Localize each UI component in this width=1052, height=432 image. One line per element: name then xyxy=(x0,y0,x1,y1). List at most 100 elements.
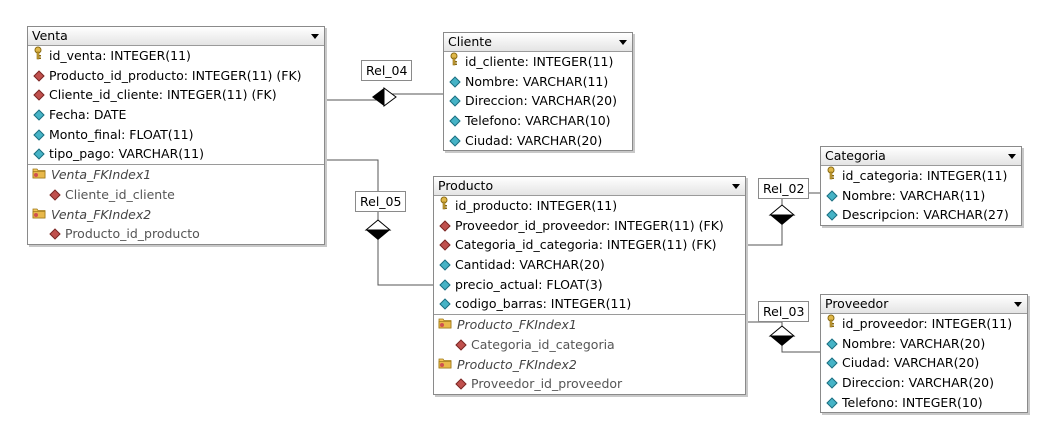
table-header[interactable]: Categoria xyxy=(821,147,1021,166)
foreign-key-icon xyxy=(438,216,451,236)
column-row[interactable]: Nombre: VARCHAR(11) xyxy=(821,186,1021,206)
key-icon xyxy=(825,314,837,334)
column-row-label: Categoria_id_categoria: INTEGER(11) (FK) xyxy=(455,237,717,253)
table-cliente[interactable]: Cliente id_cliente: INTEGER(11) Nombre: V… xyxy=(443,32,633,152)
column-row[interactable]: Descripcion: VARCHAR(27) xyxy=(821,205,1021,225)
chevron-down-icon[interactable] xyxy=(732,184,740,189)
chevron-down-icon[interactable] xyxy=(311,34,319,39)
table-title: Proveedor xyxy=(825,296,889,311)
index-column-row[interactable]: Proveedor_id_proveedor xyxy=(434,374,745,394)
column-row-label: Direccion: VARCHAR(20) xyxy=(842,375,995,391)
column-icon xyxy=(32,144,45,164)
table-title: Cliente xyxy=(448,34,492,49)
column-row[interactable]: Telefono: VARCHAR(10) xyxy=(444,111,632,131)
table-categoria[interactable]: Categoria id_categoria: INTEGER(11) Nombr… xyxy=(820,146,1022,227)
table-header[interactable]: Proveedor xyxy=(821,295,1027,314)
foreign-key-icon xyxy=(32,66,45,86)
chevron-down-icon[interactable] xyxy=(1014,302,1022,307)
column-row-label: Producto_id_producto: INTEGER(11) (FK) xyxy=(49,67,302,83)
index-row[interactable]: Venta_FKIndex1 xyxy=(28,165,324,185)
table-header[interactable]: Venta xyxy=(28,27,324,46)
column-row-label: Ciudad: VARCHAR(20) xyxy=(842,355,980,371)
column-row[interactable]: tipo_pago: VARCHAR(11) xyxy=(28,144,324,164)
column-icon xyxy=(32,125,45,145)
column-row-label: id_cliente: INTEGER(11) xyxy=(465,54,614,69)
column-row[interactable]: Monto_final: FLOAT(11) xyxy=(28,125,324,145)
index-column-row[interactable]: Cliente_id_cliente xyxy=(28,185,324,205)
column-row[interactable]: precio_actual: FLOAT(3) xyxy=(434,275,745,295)
folder-icon xyxy=(32,165,46,185)
column-row[interactable]: Telefono: INTEGER(10) xyxy=(821,393,1027,413)
column-icon xyxy=(448,91,461,111)
folder-icon xyxy=(438,355,452,375)
column-row[interactable]: Ciudad: VARCHAR(20) xyxy=(821,353,1027,373)
column-row-label: tipo_pago: VARCHAR(11) xyxy=(49,146,204,162)
column-icon xyxy=(448,111,461,131)
index-column-row-label: Producto_id_producto xyxy=(65,226,200,242)
column-row[interactable]: Producto_id_producto: INTEGER(11) (FK) xyxy=(28,66,324,86)
column-row[interactable]: Nombre: VARCHAR(11) xyxy=(444,72,632,92)
rel-04-label[interactable]: Rel_04 xyxy=(361,60,413,81)
column-row[interactable]: Categoria_id_categoria: INTEGER(11) (FK) xyxy=(434,235,745,255)
foreign-key-icon xyxy=(32,85,45,105)
column-row-label: id_categoria: INTEGER(11) xyxy=(842,168,1008,183)
table-title: Categoria xyxy=(825,148,886,163)
chevron-down-icon[interactable] xyxy=(1008,154,1016,159)
column-row[interactable]: id_producto: INTEGER(11) xyxy=(434,196,745,216)
index-row[interactable]: Venta_FKIndex2 xyxy=(28,205,324,225)
column-row-label: Telefono: VARCHAR(10) xyxy=(465,113,611,129)
column-row[interactable]: id_categoria: INTEGER(11) xyxy=(821,166,1021,186)
rel-05-label[interactable]: Rel_05 xyxy=(355,191,407,212)
column-row[interactable]: codigo_barras: INTEGER(11) xyxy=(434,294,745,314)
column-row[interactable]: Direccion: VARCHAR(20) xyxy=(821,373,1027,393)
index-row-label: Producto_FKIndex2 xyxy=(457,356,577,372)
foreign-key-icon xyxy=(438,235,451,255)
column-row-label: precio_actual: FLOAT(3) xyxy=(455,276,603,292)
index-row-label: Producto_FKIndex1 xyxy=(457,317,577,333)
column-row[interactable]: id_proveedor: INTEGER(11) xyxy=(821,314,1027,334)
column-row[interactable]: id_venta: INTEGER(11) xyxy=(28,46,324,66)
column-row-label: Ciudad: VARCHAR(20) xyxy=(465,132,603,148)
column-row-label: Proveedor_id_proveedor: INTEGER(11) (FK) xyxy=(455,217,724,233)
index-row[interactable]: Producto_FKIndex1 xyxy=(434,315,745,335)
chevron-down-icon[interactable] xyxy=(619,40,627,45)
key-icon xyxy=(448,52,460,72)
column-row[interactable]: Ciudad: VARCHAR(20) xyxy=(444,131,632,151)
column-row-label: id_proveedor: INTEGER(11) xyxy=(842,316,1013,331)
index-column-row[interactable]: Producto_id_producto xyxy=(28,224,324,244)
column-row[interactable]: Fecha: DATE xyxy=(28,105,324,125)
column-icon xyxy=(448,72,461,92)
column-row[interactable]: Proveedor_id_proveedor: INTEGER(11) (FK) xyxy=(434,216,745,236)
column-icon xyxy=(825,186,838,206)
index-row[interactable]: Producto_FKIndex2 xyxy=(434,355,745,375)
column-row[interactable]: Nombre: VARCHAR(20) xyxy=(821,334,1027,354)
index-row-label: Venta_FKIndex1 xyxy=(51,167,152,183)
column-icon xyxy=(448,131,461,151)
column-row[interactable]: Cliente_id_cliente: INTEGER(11) (FK) xyxy=(28,85,324,105)
column-row-label: Telefono: INTEGER(10) xyxy=(842,394,983,410)
table-venta[interactable]: Venta id_venta: INTEGER(11) Producto_id_p… xyxy=(27,26,325,245)
rel-03-label[interactable]: Rel_03 xyxy=(758,301,810,322)
table-header[interactable]: Producto xyxy=(434,177,745,196)
rel-02-label[interactable]: Rel_02 xyxy=(758,178,810,199)
table-title: Venta xyxy=(32,28,68,43)
column-row[interactable]: id_cliente: INTEGER(11) xyxy=(444,52,632,72)
folder-icon xyxy=(438,315,452,335)
column-icon xyxy=(438,294,451,314)
table-header[interactable]: Cliente xyxy=(444,33,632,52)
table-proveedor[interactable]: Proveedor id_proveedor: INTEGER(11) Nombr… xyxy=(820,294,1028,414)
column-icon xyxy=(825,393,838,413)
column-row-label: Nombre: VARCHAR(11) xyxy=(842,187,986,203)
column-row[interactable]: Direccion: VARCHAR(20) xyxy=(444,91,632,111)
column-row-label: Monto_final: FLOAT(11) xyxy=(49,126,194,142)
column-icon xyxy=(438,255,451,275)
index-column-row[interactable]: Categoria_id_categoria xyxy=(434,335,745,355)
table-producto[interactable]: Producto id_producto: INTEGER(11)Proveed… xyxy=(433,176,746,395)
index-column-icon xyxy=(48,224,61,244)
column-row-label: id_venta: INTEGER(11) xyxy=(49,48,191,63)
folder-icon xyxy=(32,205,46,225)
key-icon xyxy=(825,166,837,186)
column-row[interactable]: Cantidad: VARCHAR(20) xyxy=(434,255,745,275)
column-icon xyxy=(825,373,838,393)
index-column-row-label: Proveedor_id_proveedor xyxy=(471,376,623,392)
